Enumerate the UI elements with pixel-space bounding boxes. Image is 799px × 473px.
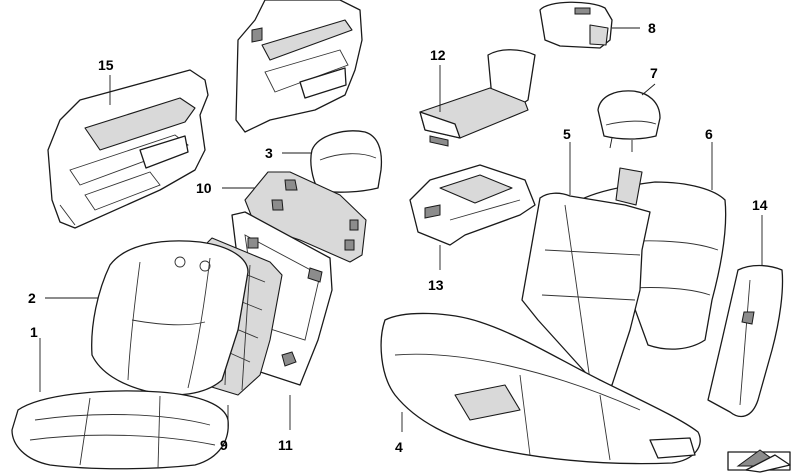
part-12-armrest[interactable]: [419, 49, 536, 147]
leader-lines: [39, 27, 763, 432]
callout-10: 10: [196, 180, 212, 196]
part-15-door-panel[interactable]: [47, 69, 209, 229]
callout-7: 7: [650, 65, 658, 81]
part-1-seat-cushion[interactable]: [11, 390, 229, 470]
callout-2: 2: [28, 290, 36, 306]
callout-12: 12: [430, 47, 446, 63]
callouts: 1 2 3 4 5 6 7 8 9 10 11 12 13 14 15: [28, 20, 768, 455]
callout-1: 1: [30, 324, 38, 340]
part-14-side-bolster[interactable]: [707, 264, 784, 418]
callout-14: 14: [752, 197, 768, 213]
part-13-armrest-bracket[interactable]: [409, 164, 536, 246]
callout-11: 11: [278, 437, 293, 453]
part-7-rear-headrest[interactable]: [597, 90, 661, 152]
callout-4: 4: [395, 439, 403, 455]
callout-5: 5: [563, 126, 571, 142]
callout-8: 8: [648, 20, 656, 36]
door-panel-upper: [235, 0, 363, 133]
callout-6: 6: [705, 126, 713, 142]
part-3-headrest[interactable]: [310, 130, 383, 193]
callout-13: 13: [428, 277, 444, 293]
part-2-backrest-cover[interactable]: [91, 240, 249, 396]
arrow-badge-icon: [727, 449, 791, 473]
callout-15: 15: [98, 57, 114, 73]
part-5-rear-backrest-left[interactable]: [521, 192, 651, 387]
callout-9: 9: [220, 437, 228, 453]
callout-3: 3: [265, 145, 273, 161]
part-4-rear-seat-cushion[interactable]: [380, 312, 701, 465]
part-8-cover-piece[interactable]: [539, 1, 613, 49]
